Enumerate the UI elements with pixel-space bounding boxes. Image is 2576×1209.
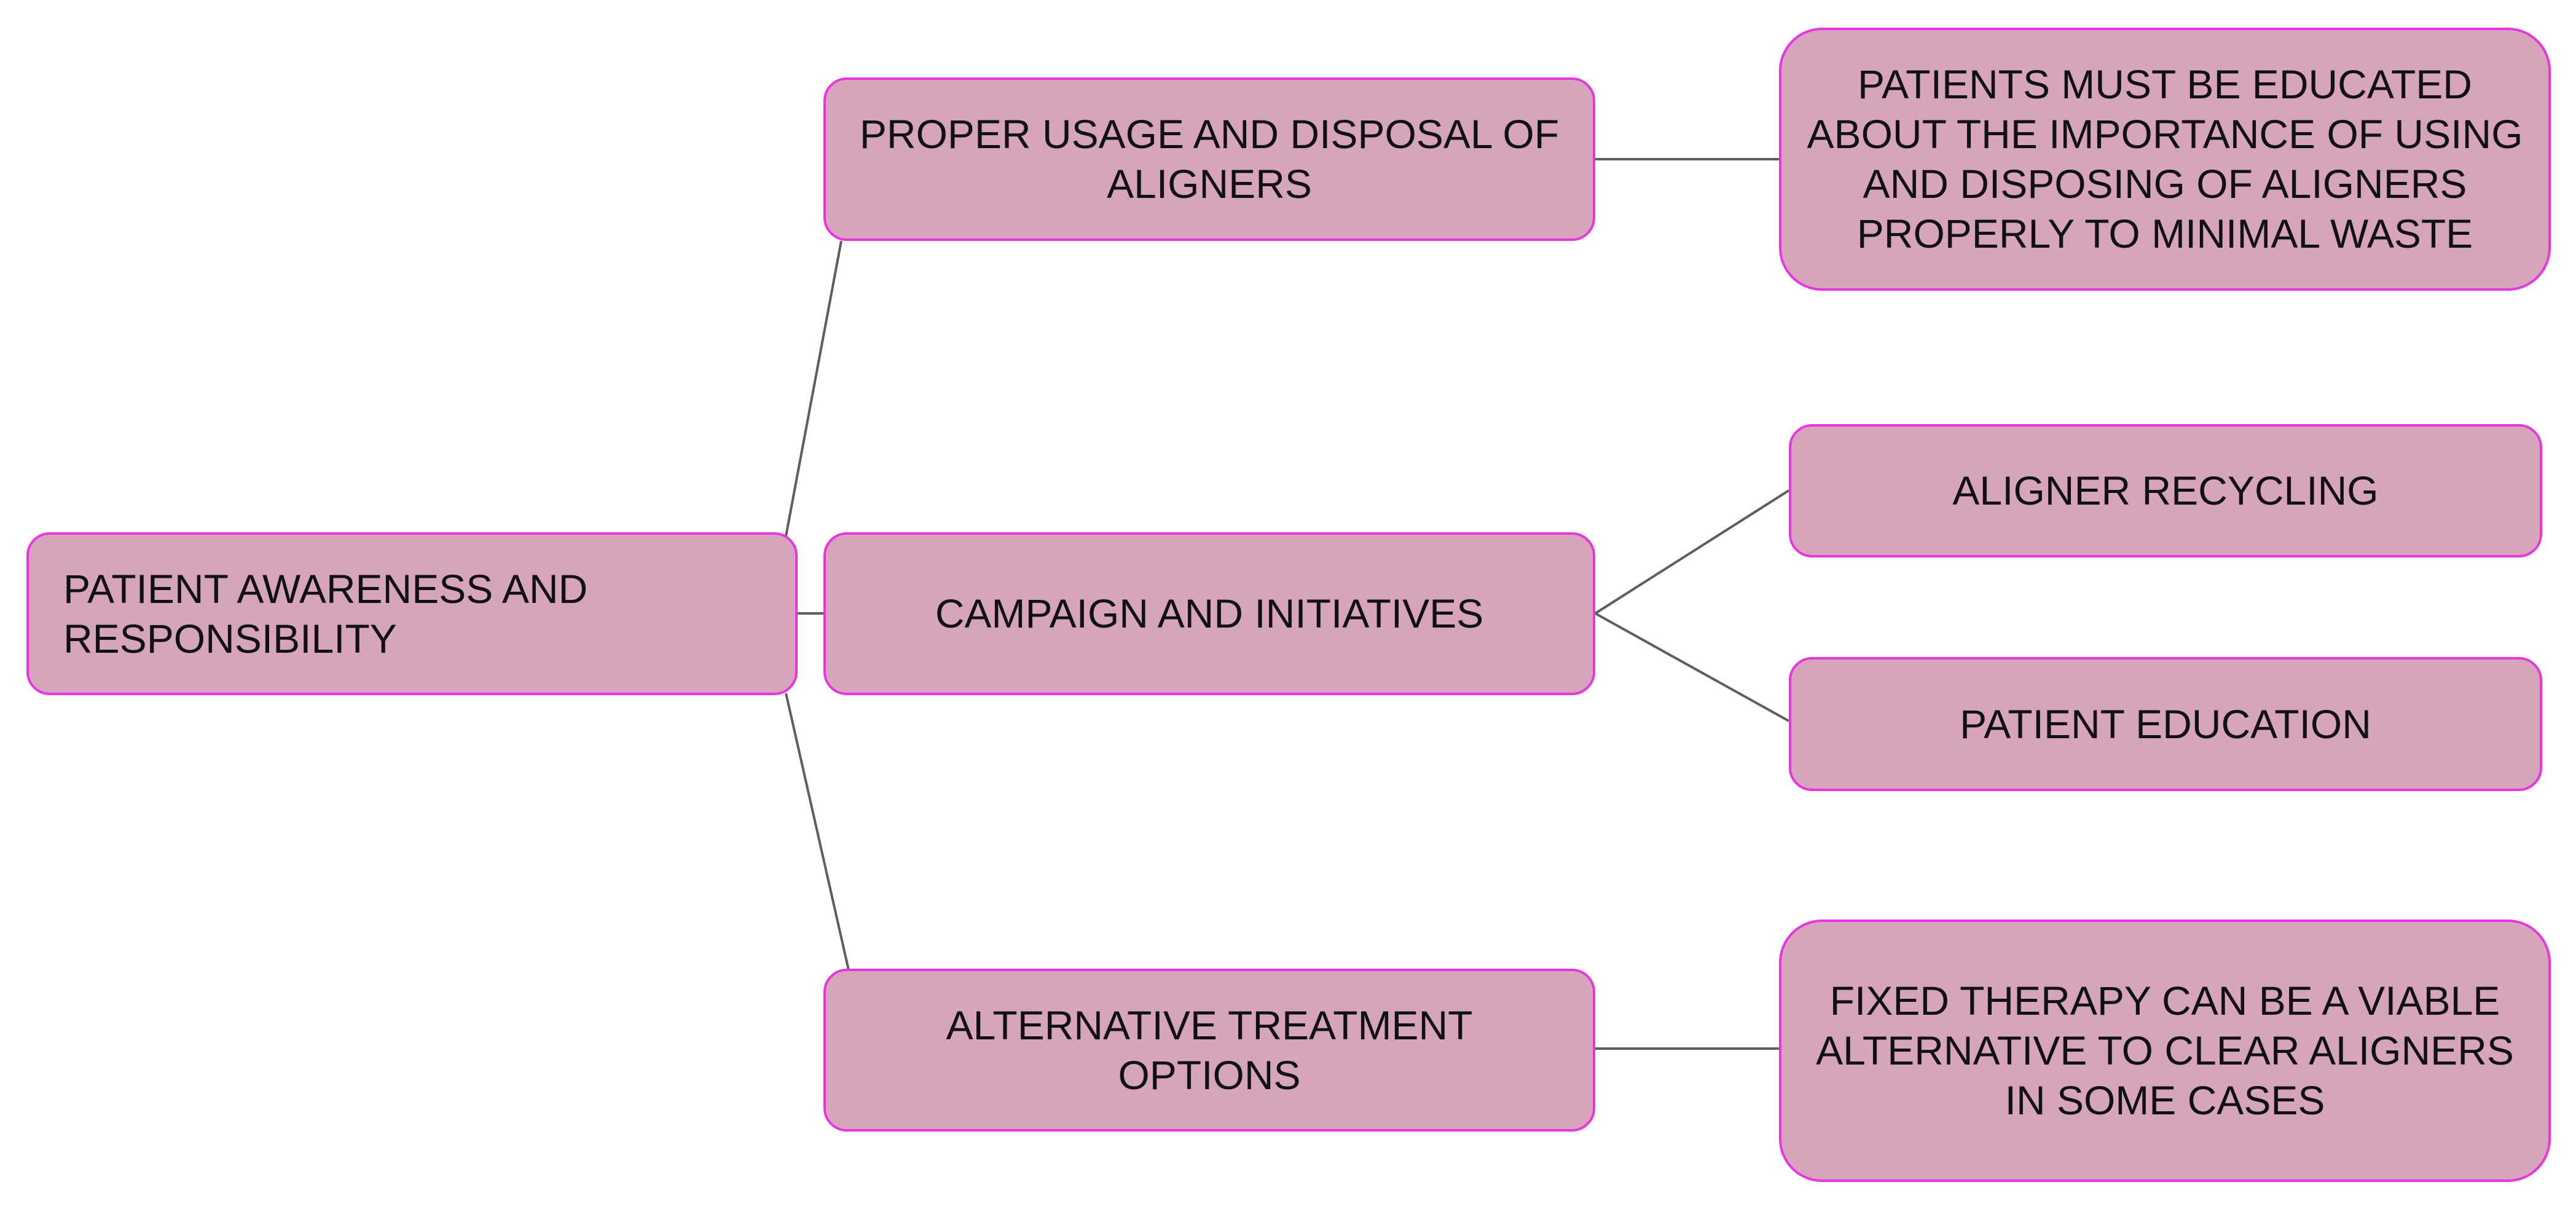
root-node[interactable]: PATIENT AWARENESS AND RESPONSIBILITY bbox=[26, 532, 798, 695]
leaf-node-education-note[interactable]: PATIENTS MUST BE EDUCATED ABOUT THE IMPO… bbox=[1779, 28, 2551, 291]
leaf-node-label: ALIGNER RECYCLING bbox=[1952, 468, 2379, 513]
leaf-node-label: PATIENTS MUST BE EDUCATED ABOUT THE IMPO… bbox=[1807, 61, 2523, 256]
root-node-label: PATIENT AWARENESS AND RESPONSIBILITY bbox=[63, 565, 588, 661]
link-campaign-to-patient-education bbox=[1595, 612, 1789, 722]
link-root-to-alternative bbox=[785, 693, 851, 976]
leaf-node-patient-education[interactable]: PATIENT EDUCATION bbox=[1789, 657, 2542, 791]
leaf-node-label: PATIENT EDUCATION bbox=[1960, 701, 2371, 747]
leaf-node-label: FIXED THERAPY CAN BE A VIABLE ALTERNATIV… bbox=[1816, 978, 2514, 1123]
link-root-to-proper-usage bbox=[785, 240, 842, 537]
branch-node-label: ALTERNATIVE TREATMENT OPTIONS bbox=[946, 1002, 1473, 1098]
leaf-node-aligner-recycling[interactable]: ALIGNER RECYCLING bbox=[1789, 424, 2542, 557]
branch-node-alternative[interactable]: ALTERNATIVE TREATMENT OPTIONS bbox=[823, 969, 1595, 1132]
branch-node-label: CAMPAIGN AND INITIATIVES bbox=[935, 591, 1484, 636]
leaf-node-fixed-therapy[interactable]: FIXED THERAPY CAN BE A VIABLE ALTERNATIV… bbox=[1779, 920, 2551, 1182]
link-campaign-to-recycling bbox=[1594, 489, 1790, 615]
branch-node-label: PROPER USAGE AND DISPOSAL OF ALIGNERS bbox=[859, 111, 1560, 207]
branch-node-proper-usage[interactable]: PROPER USAGE AND DISPOSAL OF ALIGNERS bbox=[823, 77, 1595, 241]
branch-node-campaign[interactable]: CAMPAIGN AND INITIATIVES bbox=[823, 532, 1595, 695]
